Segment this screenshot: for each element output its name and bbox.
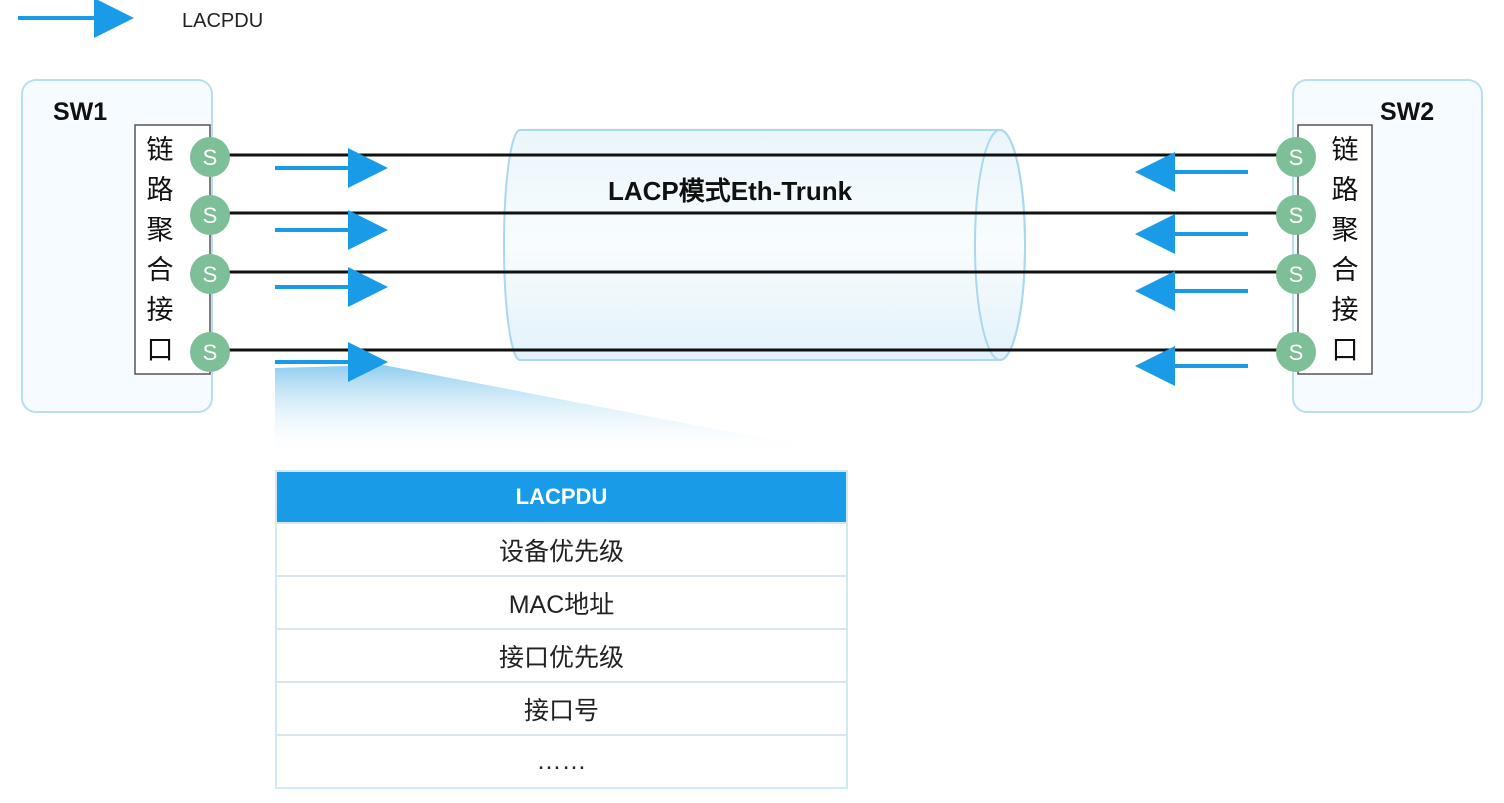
port-label: S	[1289, 340, 1304, 365]
port-icon	[1276, 137, 1316, 177]
lacpdu-table-header: LACPDU	[277, 472, 846, 522]
char: 链	[1331, 135, 1359, 165]
sw2-interface-label: 链路聚合接口	[1325, 130, 1365, 370]
sw1-label: SW1	[53, 98, 108, 126]
char: 链	[146, 135, 174, 165]
pdu-funnel	[275, 365, 850, 455]
port-label: S	[203, 145, 218, 170]
port-icon	[190, 254, 230, 294]
char: 接	[146, 295, 174, 325]
port-icon	[1276, 195, 1316, 235]
char: 合	[146, 255, 174, 285]
char: 口	[1331, 335, 1359, 365]
lacpdu-field: MAC地址	[277, 575, 846, 628]
trunk-label: LACP模式Eth-Trunk	[608, 176, 853, 206]
port-label: S	[203, 203, 218, 228]
port-icon	[190, 195, 230, 235]
port-icon	[190, 137, 230, 177]
port-label: S	[1289, 145, 1304, 170]
lacpdu-field: 接口号	[277, 681, 846, 734]
char: 合	[1331, 255, 1359, 285]
char: 聚	[146, 215, 174, 245]
lacpdu-field: 接口优先级	[277, 628, 846, 681]
port-icon	[190, 332, 230, 372]
eth-trunk-cylinder	[503, 129, 1026, 361]
char: 路	[146, 175, 174, 205]
lacpdu-field: 设备优先级	[277, 522, 846, 575]
sw1-interface-label: 链路聚合接口	[140, 130, 180, 370]
port-icon	[1276, 254, 1316, 294]
port-label: S	[1289, 203, 1304, 228]
lacpdu-table: LACPDU 设备优先级 MAC地址 接口优先级 接口号 ……	[275, 470, 848, 789]
char: 路	[1331, 175, 1359, 205]
port-label: S	[203, 340, 218, 365]
port-icon	[1276, 332, 1316, 372]
lacpdu-field: ……	[277, 734, 846, 787]
char: 口	[146, 335, 174, 365]
legend-label: LACPDU	[182, 10, 264, 32]
char: 接	[1331, 295, 1359, 325]
port-label: S	[203, 262, 218, 287]
char: 聚	[1331, 215, 1359, 245]
sw2-label: SW2	[1380, 98, 1435, 126]
port-label: S	[1289, 262, 1304, 287]
